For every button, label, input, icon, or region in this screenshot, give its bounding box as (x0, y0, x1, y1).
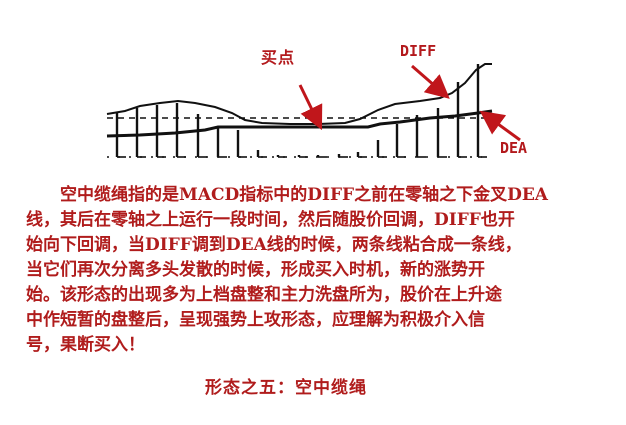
paragraph-line: 空中缆绳指的是MACD指标中的DIFF之前在零轴之下金叉DEA (60, 185, 549, 205)
dea-label: DEA (500, 139, 528, 157)
dea-line (106, 109, 493, 138)
paragraph-line: 始。该形态的出现多为上档盘整和主力洗盘所为，股价在上升途 (26, 285, 502, 305)
buy-point-label: 买点 (261, 48, 296, 67)
paragraph-line: 号，果断买入！ (26, 335, 145, 355)
paragraph-line: 中作短暂的盘整后，呈现强势上攻形态，应理解为积极介入信 (26, 310, 485, 330)
paragraph-line: 线，其后在零轴之上运行一段时间，然后随股价回调，DIFF也开 (26, 210, 515, 230)
figure-caption: 形态之五：空中缆绳 (205, 378, 367, 398)
annotation-arrows (298, 64, 521, 142)
paragraph-line: 当它们再次分离多头发散的时候，形成买入时机，新的涨势开 (26, 260, 485, 280)
paragraph-line: 始向下回调，当DIFF调到DEA线的时候，两条线粘合成一条线， (26, 235, 522, 255)
diff-label: DIFF (400, 42, 437, 60)
macd-bars (115, 64, 487, 158)
description-paragraph: 空中缆绳指的是MACD指标中的DIFF之前在零轴之下金叉DEA 线，其后在零轴之… (26, 183, 616, 358)
diff-line (106, 63, 492, 125)
macd-chart (106, 63, 521, 158)
